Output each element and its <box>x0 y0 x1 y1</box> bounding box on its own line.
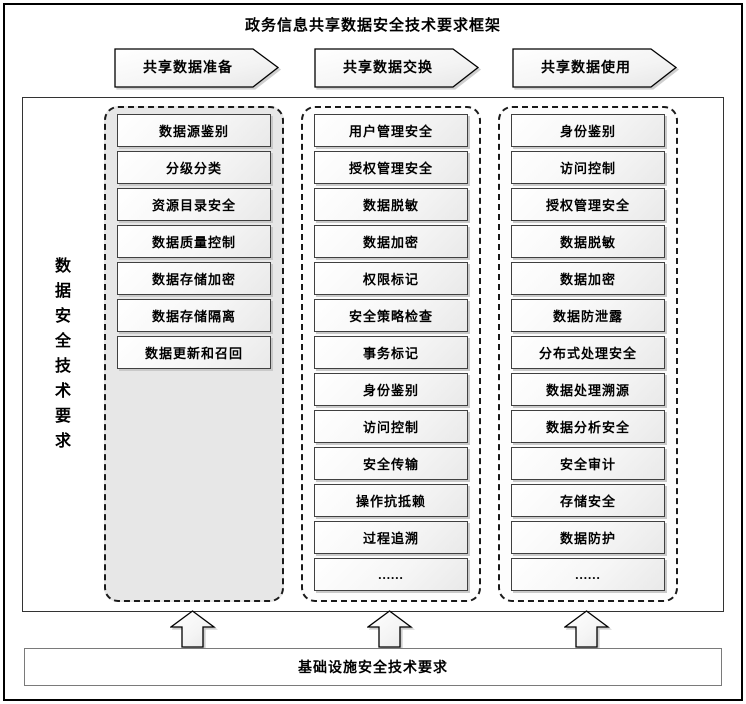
stage-arrow-use: 共享数据使用 <box>512 48 678 88</box>
column-shared-data-use: 身份鉴别 访问控制 授权管理安全 数据脱敏 数据加密 数据防泄露 分布式处理安全… <box>498 106 678 602</box>
tech-item: 过程追溯 <box>314 521 468 554</box>
right-arrow-shape-icon <box>512 48 678 88</box>
side-label-char: 求 <box>54 433 71 450</box>
tech-item: 数据脱敏 <box>511 225 665 258</box>
outer-frame <box>3 3 743 701</box>
tech-item: 授权管理安全 <box>511 188 665 221</box>
tech-item-ellipsis: ...... <box>314 558 468 591</box>
tech-item: 权限标记 <box>314 262 468 295</box>
up-arrow-icon <box>563 610 610 648</box>
tech-item: 数据分析安全 <box>511 410 665 443</box>
tech-item: 访问控制 <box>314 410 468 443</box>
side-label-char: 技 <box>54 358 71 375</box>
tech-item: 分级分类 <box>117 151 271 184</box>
tech-item: 数据加密 <box>314 225 468 258</box>
tech-item: 数据存储隔离 <box>117 299 271 332</box>
side-label-char: 数 <box>54 258 71 275</box>
tech-item: 事务标记 <box>314 336 468 369</box>
side-label-data-security-tech-requirements: 数 据 安 全 技 术 要 求 <box>23 98 103 611</box>
tech-item: 数据加密 <box>511 262 665 295</box>
tech-item: 用户管理安全 <box>314 114 468 147</box>
tech-item: 数据处理溯源 <box>511 373 665 406</box>
side-label-char: 要 <box>54 408 71 425</box>
column-shared-data-exchange: 用户管理安全 授权管理安全 数据脱敏 数据加密 权限标记 安全策略检查 事务标记… <box>301 106 481 602</box>
tech-item: 存储安全 <box>511 484 665 517</box>
side-label-char: 据 <box>54 283 71 300</box>
tech-item: 身份鉴别 <box>314 373 468 406</box>
tech-item: 资源目录安全 <box>117 188 271 221</box>
tech-item: 分布式处理安全 <box>511 336 665 369</box>
tech-item: 数据更新和召回 <box>117 336 271 369</box>
stage-arrow-exchange: 共享数据交换 <box>314 48 480 88</box>
stage-arrow-label: 共享数据准备 <box>143 61 233 76</box>
tech-item: 数据存储加密 <box>117 262 271 295</box>
data-security-requirements-box: 数 据 安 全 技 术 要 求 数据源鉴别 分级分类 资源目录安全 数据质量控制… <box>22 97 724 612</box>
stage-arrow-label: 共享数据使用 <box>541 61 631 76</box>
stage-arrow-prepare: 共享数据准备 <box>114 48 280 88</box>
stage-arrow-label: 共享数据交换 <box>343 61 433 76</box>
tech-item: 数据防泄露 <box>511 299 665 332</box>
right-arrow-shape-icon <box>114 48 280 88</box>
tech-item: 访问控制 <box>511 151 665 184</box>
column-shared-data-preparation: 数据源鉴别 分级分类 资源目录安全 数据质量控制 数据存储加密 数据存储隔离 数… <box>104 106 284 602</box>
side-label-char: 术 <box>54 383 71 400</box>
tech-item: 授权管理安全 <box>314 151 468 184</box>
tech-item: 安全传输 <box>314 447 468 480</box>
up-arrow-icon <box>169 610 216 648</box>
tech-item-ellipsis: ...... <box>511 558 665 591</box>
tech-item: 安全策略检查 <box>314 299 468 332</box>
diagram-title: 政务信息共享数据安全技术要求框架 <box>244 18 501 34</box>
up-arrow-icon <box>366 610 413 648</box>
side-label-char: 安 <box>54 308 71 325</box>
right-arrow-shape-icon <box>314 48 480 88</box>
infrastructure-security-requirements-bar: 基础设施安全技术要求 <box>24 648 722 686</box>
tech-item: 操作抗抵赖 <box>314 484 468 517</box>
tech-item: 安全审计 <box>511 447 665 480</box>
tech-item: 身份鉴别 <box>511 114 665 147</box>
tech-item: 数据源鉴别 <box>117 114 271 147</box>
tech-item: 数据质量控制 <box>117 225 271 258</box>
side-label-char: 全 <box>54 333 71 350</box>
tech-item: 数据脱敏 <box>314 188 468 221</box>
tech-item: 数据防护 <box>511 521 665 554</box>
